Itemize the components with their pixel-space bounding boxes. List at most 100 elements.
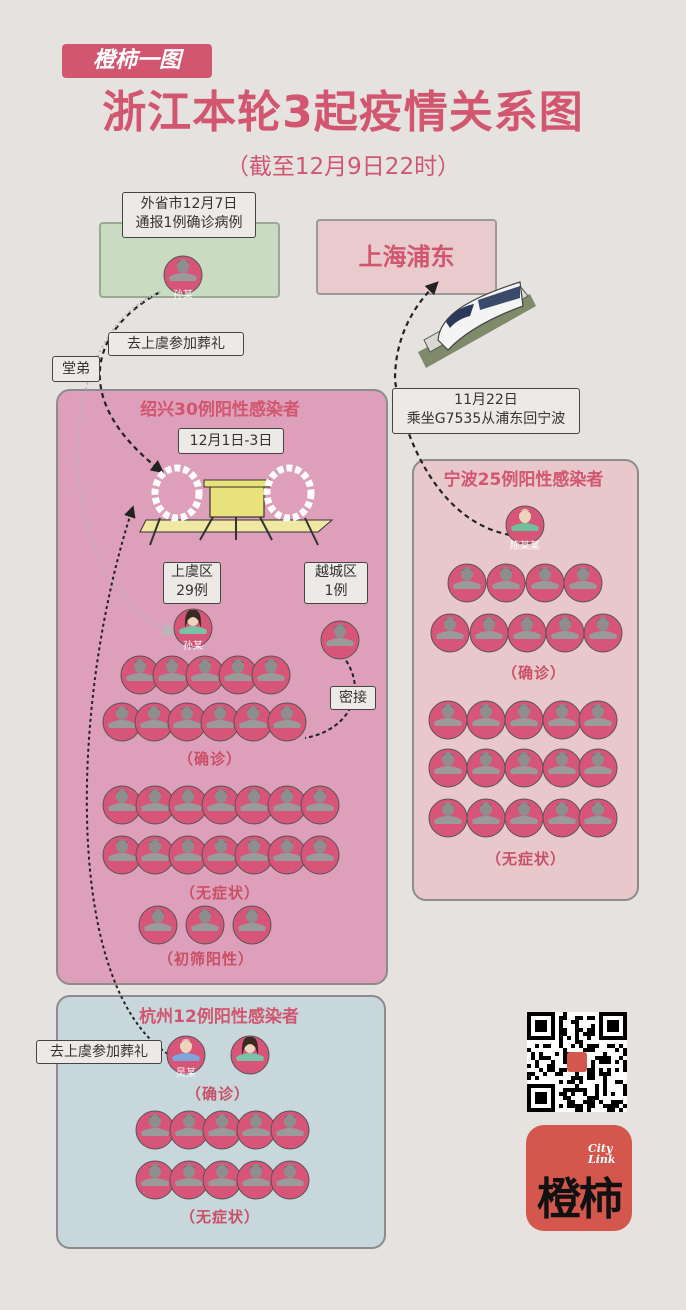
hangzhou-wu-name: 吴某 [176, 1068, 196, 1079]
shaoxing-asymptomatic-label: （无症状） [179, 884, 260, 902]
hz-asym-row2-3 [202, 1160, 242, 1200]
nb-asym-row1-3 [504, 700, 544, 740]
sx-asym-row1-3 [168, 785, 208, 825]
hz-asym-row1-1 [135, 1110, 175, 1150]
sx-confirmed-row2-6 [267, 702, 307, 742]
nb-asym-row1-5 [578, 700, 618, 740]
shaoxing-initial-label: （初筛阳性） [157, 950, 254, 968]
brand-logo-en-line2: Link [588, 1153, 616, 1166]
hz-asym-row1-5 [270, 1110, 310, 1150]
sx-asym-row1-5 [234, 785, 274, 825]
nb-asym-row3-1 [428, 798, 468, 838]
nb-asym-row2-5 [578, 748, 618, 788]
shangyu-line1: 上虞区 [171, 564, 213, 580]
brand-logo-en-line1: City [588, 1142, 613, 1155]
sx-confirmed-row2-4 [200, 702, 240, 742]
nb-asym-row3-3 [504, 798, 544, 838]
sx-confirmed-row1-4 [218, 655, 258, 695]
sx-confirmed-row1-2 [152, 655, 192, 695]
hz-asym-row1-2 [169, 1110, 209, 1150]
brand-tag: 橙柿一图 [62, 44, 212, 78]
nb-confirmed-row1-2 [486, 563, 526, 603]
sx-asym-row1-1 [102, 785, 142, 825]
ningbo-confirmed-label: （确诊） [501, 664, 566, 682]
sx-asym-row1-4 [201, 785, 241, 825]
qr-code[interactable] [527, 1012, 627, 1112]
hangzhou-confirmed-label: （确诊） [185, 1085, 250, 1103]
shaoxing-confirmed-label: （确诊） [177, 750, 242, 768]
qr-code-pattern [527, 1012, 627, 1112]
brand-logo: 橙柿 City Link [526, 1125, 632, 1231]
yuecheng-person-icon [320, 620, 360, 660]
arrow-wu-to-funeral [85, 505, 179, 1061]
arrow-sun-to-funeral [98, 291, 165, 474]
hangzhou-title: 杭州12例阳性感染者 [139, 1007, 299, 1027]
nb-asym-row2-1 [428, 748, 468, 788]
shanghai-label: 上海浦东 [358, 243, 455, 271]
sx-confirmed-row2-2 [134, 702, 174, 742]
sx-confirmed-row1-1 [120, 655, 160, 695]
source-note-line1: 外省市12月7日 [140, 196, 238, 212]
cousin-label: 堂弟 [52, 356, 100, 382]
nb-confirmed-row1-4 [563, 563, 603, 603]
sx-asym-row2-3 [168, 835, 208, 875]
hz-asym-row2-1 [135, 1160, 175, 1200]
shangyu-box: 上虞区 29例 [163, 562, 221, 604]
brand-logo-en: City Link [588, 1143, 616, 1165]
hangzhou-female-icon [230, 1035, 270, 1075]
sx-confirmed-row2-5 [233, 702, 273, 742]
shaoxing-date-box: 12月1日-3日 [178, 428, 284, 454]
sx-initial-row-2 [185, 905, 225, 945]
nb-asym-row1-1 [428, 700, 468, 740]
page-subtitle: （截至12月9日22时） [225, 154, 461, 180]
funeral-scene-icon [139, 464, 334, 546]
sx-confirmed-row2-3 [167, 702, 207, 742]
yuecheng-box: 越城区 1例 [304, 562, 368, 604]
source-person-icon [163, 255, 203, 295]
sx-asym-row2-7 [300, 835, 340, 875]
arrow-yuecheng-contact [304, 654, 356, 739]
close-contact-label: 密接 [330, 686, 376, 710]
shanghai-box [316, 219, 497, 295]
hangzhou-asymptomatic-label: （无症状） [179, 1208, 260, 1226]
ningbo-title: 宁波25例阳性感染者 [443, 470, 604, 490]
ningbo-chen-icon [505, 505, 545, 545]
nb-asym-row3-2 [466, 798, 506, 838]
shangyu-sun-icon [173, 608, 213, 648]
train-note-box: 11月22日 乘坐G7535从浦东回宁波 [392, 388, 580, 434]
sx-asym-row1-2 [135, 785, 175, 825]
yuecheng-line2: 1例 [324, 583, 348, 599]
nb-confirmed-row2-3 [507, 613, 547, 653]
nb-asym-row2-3 [504, 748, 544, 788]
hz-asym-row1-4 [236, 1110, 276, 1150]
nb-asym-row3-4 [542, 798, 582, 838]
sx-asym-row1-7 [300, 785, 340, 825]
page-title: 浙江本轮3起疫情关系图 [102, 87, 584, 138]
nb-confirmed-row1-1 [447, 563, 487, 603]
nb-confirmed-row2-1 [430, 613, 470, 653]
hz-asym-row2-2 [169, 1160, 209, 1200]
sx-asym-row2-2 [135, 835, 175, 875]
sx-asym-row1-6 [267, 785, 307, 825]
nb-confirmed-row1-3 [525, 563, 565, 603]
brand-logo-text: 橙柿 [537, 1174, 623, 1225]
ningbo-chen-name: 陈某某 [510, 541, 540, 552]
sx-confirmed-row1-3 [185, 655, 225, 695]
sx-initial-row-3 [232, 905, 272, 945]
nb-asym-row1-4 [542, 700, 582, 740]
nb-asym-row2-2 [466, 748, 506, 788]
sx-asym-row2-5 [234, 835, 274, 875]
source-person-name: 孙某 [173, 290, 193, 301]
shangyu-sun-name: 孙某 [183, 641, 203, 652]
sx-asym-row2-6 [267, 835, 307, 875]
train-note-line1: 11月22日 [454, 392, 518, 408]
train-note-line2: 乘坐G7535从浦东回宁波 [406, 411, 566, 427]
sx-initial-row-1 [138, 905, 178, 945]
shangyu-line2: 29例 [176, 583, 208, 599]
ningbo-asymptomatic-label: （无症状） [485, 850, 566, 868]
nb-confirmed-row2-4 [545, 613, 585, 653]
nb-confirmed-row2-5 [583, 613, 623, 653]
hz-asym-row2-5 [270, 1160, 310, 1200]
hz-asym-row2-4 [236, 1160, 276, 1200]
hz-asym-row1-3 [202, 1110, 242, 1150]
